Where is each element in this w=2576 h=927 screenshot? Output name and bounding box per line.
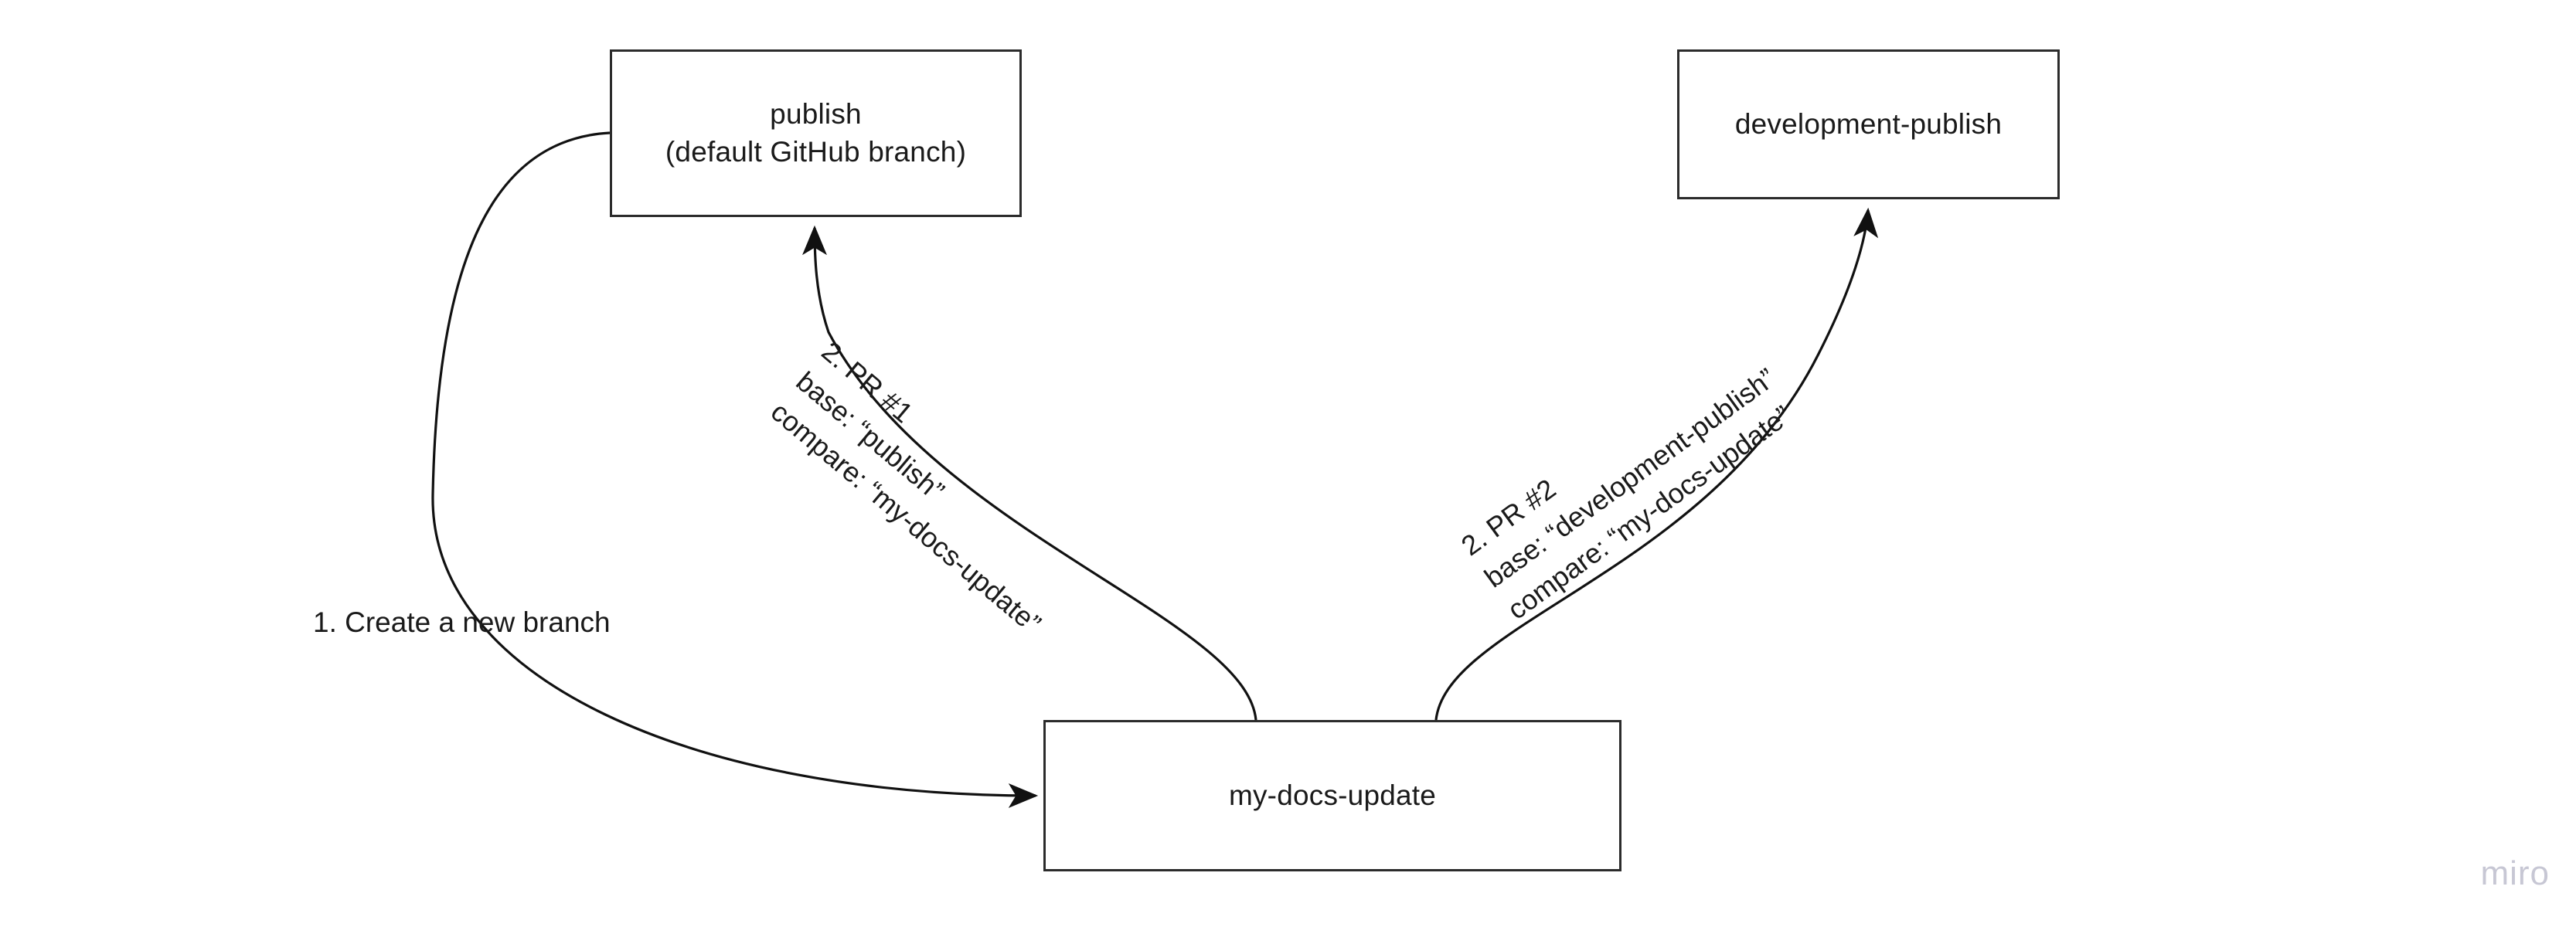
node-my-docs-update-label: my-docs-update [1228,779,1437,811]
miro-watermark: miro [2480,854,2550,892]
node-development-publish[interactable]: development-publish [1677,49,2060,199]
edge-create-branch-path [431,131,1039,808]
edge-label-create-branch: 1. Create a new branch [313,606,611,638]
node-publish[interactable]: publish (default GitHub branch) [610,49,1022,217]
node-my-docs-update[interactable]: my-docs-update [1043,720,1621,871]
node-development-publish-label: development-publish [1734,107,2003,140]
node-publish-label: publish (default GitHub branch) [665,97,967,168]
edge-pr1-path [802,225,1257,721]
edge-pr2-path [1434,207,1879,721]
